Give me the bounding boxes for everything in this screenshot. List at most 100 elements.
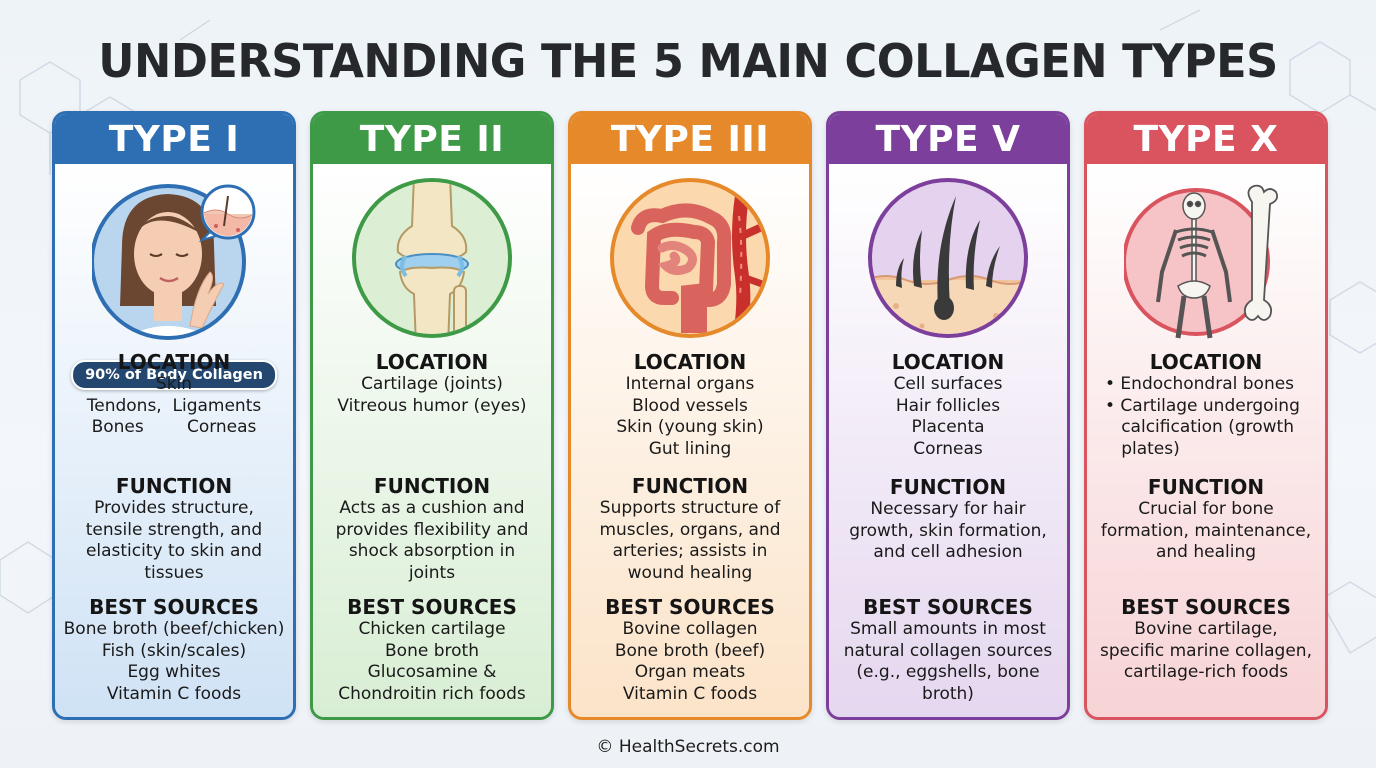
function-line: wound healing — [627, 562, 753, 583]
function-section: FUNCTION Provides structure, tensile str… — [55, 474, 293, 584]
sources-section: BEST SOURCES Small amounts in most natur… — [829, 595, 1067, 705]
card-title: TYPE V — [829, 114, 1067, 164]
function-line: tensile strength, and — [85, 519, 263, 540]
hair-follicle-icon — [868, 178, 1028, 338]
card-title: TYPE X — [1087, 114, 1325, 164]
location-line: Skin — [155, 374, 193, 394]
source-line: specific marine collagen, — [1099, 640, 1312, 661]
sources-heading: BEST SOURCES — [347, 595, 517, 619]
function-line: arteries; assists in — [612, 541, 768, 561]
function-section: FUNCTION Acts as a cushion and provides … — [313, 474, 551, 584]
location-line: Blood vessels — [632, 395, 748, 416]
source-line: Organ meats — [634, 662, 746, 682]
function-line: tissues — [144, 562, 204, 583]
source-line: Vitamin C foods — [106, 683, 242, 704]
function-heading: FUNCTION — [889, 475, 1007, 499]
function-line: elasticity to skin and — [85, 541, 263, 561]
source-line: Bone broth — [385, 640, 479, 661]
source-line: broth) — [922, 683, 974, 704]
function-line: Acts as a cushion and — [339, 498, 525, 518]
function-line: Provides structure, — [94, 498, 254, 518]
location-line: Gut lining — [648, 438, 732, 459]
function-section: FUNCTION Supports structure of muscles, … — [571, 474, 809, 584]
function-section: FUNCTION Crucial for bone formation, mai… — [1087, 475, 1325, 564]
function-line: Supports structure of — [599, 498, 781, 518]
source-line: Bovine cartilage, — [1134, 619, 1278, 639]
collagen-cards: TYPE I — [52, 111, 1328, 720]
source-line: natural collagen sources — [843, 640, 1053, 661]
source-line: Chicken cartilage — [358, 619, 506, 639]
location-line: calcification (growth — [1105, 417, 1294, 437]
card-type-x: TYPE X — [1084, 111, 1328, 720]
page-title: UNDERSTANDING THE 5 MAIN COLLAGEN TYPES — [98, 34, 1278, 88]
source-line: cartilage-rich foods — [1123, 662, 1289, 682]
function-heading: FUNCTION — [631, 474, 749, 498]
card-type-v: TYPE V LO — [826, 111, 1070, 720]
location-line: Placenta — [911, 417, 985, 437]
function-line: shock absorption in — [348, 541, 516, 561]
function-section: FUNCTION Necessary for hair growth, skin… — [829, 475, 1067, 564]
location-section: LOCATION Internal organs Blood vessels S… — [571, 350, 809, 460]
body-collagen-badge: 90% of Body Collagen — [71, 360, 277, 390]
sources-section: BEST SOURCES Bovine cartilage, specific … — [1087, 595, 1325, 684]
card-type-ii: TYPE II LOCATION Cartilage (joints) — [310, 111, 554, 720]
source-line: Small amounts in most — [850, 619, 1046, 639]
location-line: • Cartilage undergoing — [1105, 395, 1300, 416]
source-line: Bone broth (beef) — [614, 640, 766, 661]
location-line: Hair follicles — [895, 395, 1001, 416]
source-line: Vitamin C foods — [622, 683, 758, 704]
source-line: Chondroitin rich foods — [338, 683, 526, 704]
sources-section: BEST SOURCES Bovine collagen Bone broth … — [571, 595, 809, 705]
source-line: Bone broth (beef/chicken) — [63, 619, 285, 639]
location-line: Skin (young skin) — [616, 417, 764, 437]
function-line: growth, skin formation, — [849, 520, 1047, 541]
source-line: Fish (skin/scales) — [101, 640, 247, 661]
sources-section: BEST SOURCES Bone broth (beef/chicken) F… — [55, 595, 293, 705]
function-line: Crucial for bone — [1138, 499, 1274, 519]
location-line: Tendons, Ligaments — [86, 395, 262, 416]
location-section: LOCATION • Endochondral bones • Cartilag… — [1087, 350, 1325, 460]
sources-heading: BEST SOURCES — [1121, 595, 1291, 619]
location-heading: LOCATION — [117, 350, 231, 374]
sources-heading: BEST SOURCES — [863, 595, 1033, 619]
location-line: Corneas — [913, 438, 983, 459]
function-heading: FUNCTION — [115, 474, 233, 498]
organs-vessels-icon — [610, 178, 770, 338]
location-heading: LOCATION — [891, 350, 1005, 374]
location-heading: LOCATION — [375, 350, 489, 374]
source-line: Glucosamine & — [367, 662, 497, 682]
location-heading: LOCATION — [633, 350, 747, 374]
location-line: Vitreous humor (eyes) — [337, 395, 527, 416]
knee-joint-icon — [352, 178, 512, 338]
card-type-iii: TYPE III LOCATION Internal organs B — [568, 111, 812, 720]
function-line: formation, maintenance, — [1100, 520, 1312, 541]
sources-heading: BEST SOURCES — [605, 595, 775, 619]
source-line: (e.g., eggshells, bone — [856, 662, 1040, 682]
location-line: Internal organs — [625, 374, 755, 394]
function-line: joints — [408, 562, 456, 583]
sources-section: BEST SOURCES Chicken cartilage Bone brot… — [313, 595, 551, 705]
card-title: TYPE III — [571, 114, 809, 164]
face-skin-icon — [92, 184, 256, 340]
location-section: LOCATION Cartilage (joints) Vitreous hum… — [313, 350, 551, 417]
function-line: provides flexibility and — [335, 519, 529, 540]
function-line: muscles, organs, and — [599, 519, 781, 540]
source-line: Bovine collagen — [622, 619, 758, 639]
location-line: Cell surfaces — [893, 374, 1003, 394]
skeleton-bone-icon — [1124, 184, 1279, 339]
location-line: Bones Corneas — [91, 417, 257, 437]
card-title: TYPE II — [313, 114, 551, 164]
function-heading: FUNCTION — [1147, 475, 1265, 499]
card-type-i: TYPE I — [52, 111, 296, 720]
copyright-footer: © HealthSecrets.com — [596, 737, 780, 757]
location-section: LOCATION Skin Tendons, Ligaments Bones C… — [55, 350, 293, 439]
function-line: Necessary for hair — [870, 499, 1026, 519]
card-title: TYPE I — [55, 114, 293, 164]
location-line: Cartilage (joints) — [361, 374, 503, 394]
location-section: LOCATION Cell surfaces Hair follicles Pl… — [829, 350, 1067, 460]
location-line: • Endochondral bones — [1105, 374, 1295, 394]
location-heading: LOCATION — [1149, 350, 1263, 374]
sources-heading: BEST SOURCES — [89, 595, 259, 619]
source-line: Egg whites — [127, 662, 221, 682]
function-heading: FUNCTION — [373, 474, 491, 498]
